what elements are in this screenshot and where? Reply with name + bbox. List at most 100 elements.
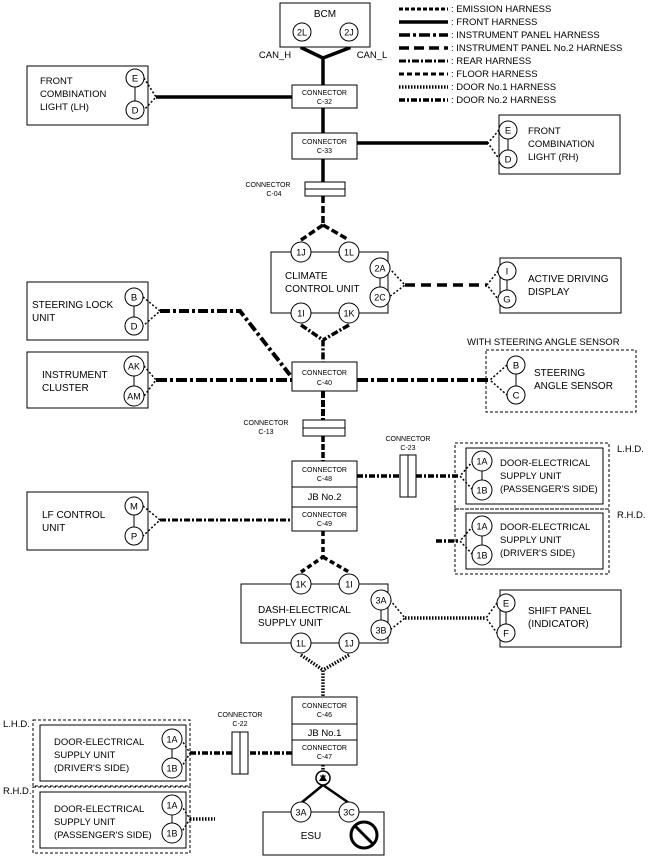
front-rh-pin-d <box>498 149 518 169</box>
front-rh-box <box>498 114 621 175</box>
pin-label: E <box>132 74 138 85</box>
shift-panel-pin-f <box>496 623 516 643</box>
pin-label: 1B <box>166 829 177 839</box>
dash-pin-1j <box>338 632 360 654</box>
pin-label: 1B <box>476 486 487 496</box>
steering-angle-caption: WITH STEERING ANGLE SENSOR <box>467 337 620 348</box>
instrument-cluster-pin-am <box>123 385 145 407</box>
can-h-label: CAN_H <box>259 50 291 61</box>
lhd-tag: L.H.D. <box>617 444 644 455</box>
door-right-lhd-pin-1a <box>471 450 493 472</box>
door-left-rhd-box <box>39 791 187 849</box>
pin-label: C <box>513 391 520 402</box>
pin-label: I <box>506 267 509 278</box>
pin-fork <box>388 267 407 298</box>
connector-id: C-13 <box>258 429 273 436</box>
lf-control-label: LF CONTROL <box>42 510 106 521</box>
door-right-rhd-frame <box>454 508 610 575</box>
pin-label: 1K <box>343 309 354 319</box>
rhd-tag: R.H.D. <box>617 510 646 521</box>
jb-no1: JB No.1 <box>291 723 358 741</box>
wire-esu-3a <box>300 784 324 804</box>
pin-label: G <box>503 295 510 306</box>
connector-id: C-22 <box>232 721 247 728</box>
connector-box <box>291 132 358 160</box>
pin-fork <box>486 270 499 300</box>
can-l-label: CAN_L <box>357 50 388 61</box>
pin-label: 1A <box>166 735 177 745</box>
esu-pin-3c <box>338 801 360 823</box>
shift-panel-indicator: SHIFT PANEL (INDICATOR) E F <box>485 589 622 648</box>
connector-c40: CONNECTOR C-40 <box>291 361 358 392</box>
pin-label: 1A <box>476 522 487 532</box>
wire-to-1l <box>322 223 350 242</box>
door-label: SUPPLY UNIT <box>500 535 562 546</box>
pin-label: 1L <box>296 639 306 649</box>
front-rh-label: COMBINATION <box>528 139 594 150</box>
door-label: (DRIVER'S SIDE) <box>54 763 129 774</box>
pin-label: 1J <box>344 639 354 649</box>
front-lh-label: COMBINATION <box>40 89 106 100</box>
shift-panel-label: (INDICATOR) <box>528 619 589 630</box>
door-left-rhd-pin-1b <box>161 822 183 844</box>
active-display-label: DISPLAY <box>528 287 570 298</box>
door-left-lhd-box <box>39 724 187 782</box>
steering-angle-label: ANGLE SENSOR <box>534 381 613 392</box>
pin-label: AM <box>127 392 141 402</box>
lf-control-pin-p <box>124 526 144 546</box>
wire-dash-c46b <box>322 653 350 672</box>
steering-angle-label: STEERING <box>534 368 585 379</box>
pin-label: B <box>131 293 137 304</box>
legend-label: : DOOR No.1 HARNESS <box>451 82 556 93</box>
pin-fork <box>180 738 191 769</box>
legend-label: : INSTRUMENT PANEL No.2 HARNESS <box>451 43 622 54</box>
door-left-lhd-pin-1b <box>161 757 183 779</box>
connector-id: C-33 <box>317 148 332 155</box>
pin-label: 3B <box>375 626 386 636</box>
door-right-lhd-pin-1b <box>471 479 493 501</box>
legend: : EMISSION HARNESS : FRONT HARNESS : INS… <box>399 4 622 106</box>
steering-angle-pin-c <box>506 385 526 405</box>
steering-angle-optional-frame <box>485 349 637 413</box>
pin-label: 3A <box>295 808 306 818</box>
pin-fork <box>142 505 162 537</box>
pin-label: D <box>132 106 139 117</box>
pin-label: 1A <box>166 801 177 811</box>
pin-label: B <box>513 361 519 372</box>
door-label: SUPPLY UNIT <box>54 750 116 761</box>
front-lh-pin-e <box>125 68 145 88</box>
door-label: DOOR-ELECTRICAL <box>500 458 590 469</box>
active-display-box <box>499 257 622 314</box>
pin-fork <box>142 296 162 327</box>
active-display-label: ACTIVE DRIVING <box>528 274 609 285</box>
wire-c49-1k <box>300 531 325 574</box>
connector-label: CONNECTOR <box>302 467 347 474</box>
pin-label: 1B <box>166 764 177 774</box>
dash-electrical-supply-unit: DASH-ELECTRICAL SUPPLY UNIT 1K 1I 1L 1J … <box>240 573 407 654</box>
steering-lock-label: STEERING LOCK <box>32 300 113 311</box>
connector-box <box>291 739 358 766</box>
jb-no2: JB No.2 <box>291 486 358 508</box>
pin-label: M <box>130 502 138 513</box>
pin-label: 1B <box>476 551 487 561</box>
connector-label: CONNECTOR <box>218 712 263 719</box>
pin-fork <box>389 599 407 631</box>
wire-to-1j <box>300 223 324 242</box>
front-rh-label: FRONT <box>528 126 561 137</box>
pin-label: E <box>505 126 511 137</box>
pin-label: F <box>503 629 509 640</box>
climate-pin-2c <box>369 286 391 308</box>
legend-label: : DOOR No.2 HARNESS <box>451 95 556 106</box>
legend-label: : INSTRUMENT PANEL HARNESS <box>451 30 600 41</box>
pin-label: 1I <box>297 309 305 319</box>
pin-fork <box>180 804 191 834</box>
door-electrical-right-rhd: R.H.D. DOOR-ELECTRICAL SUPPLY UNIT (DRIV… <box>454 508 646 575</box>
bcm-pin-2j <box>339 22 359 42</box>
dash-supply-box <box>240 583 389 644</box>
connector-c22: CONNECTOR C-22 <box>218 712 263 775</box>
instrument-cluster: INSTRUMENT CLUSTER AK AM <box>26 351 157 409</box>
pin-label: 1L <box>344 248 354 258</box>
instrument-cluster-label: CLUSTER <box>42 383 89 394</box>
connector-id: C-47 <box>317 754 332 761</box>
